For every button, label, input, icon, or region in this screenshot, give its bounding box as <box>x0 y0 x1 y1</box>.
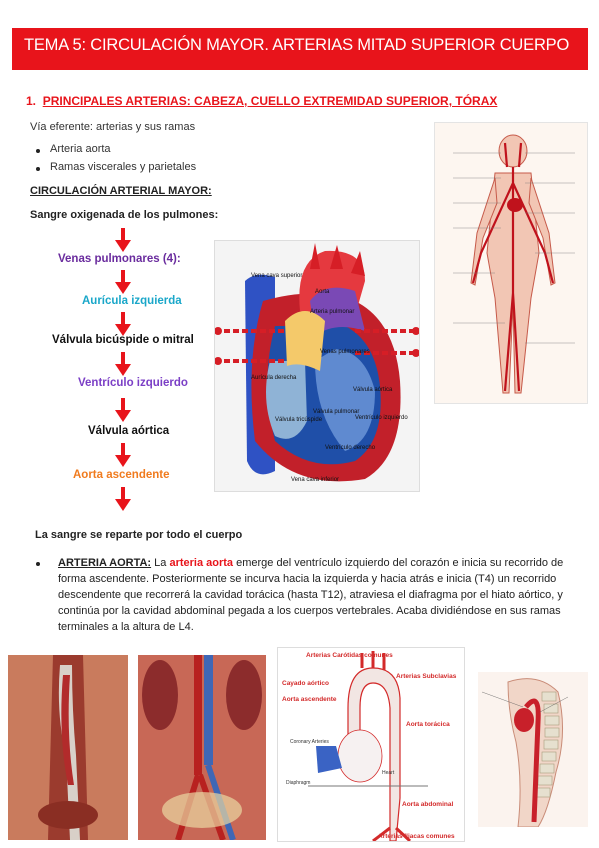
bullet-dot <box>36 149 40 153</box>
circulation-heading: CIRCULACIÓN ARTERIAL MAYOR: <box>30 185 212 197</box>
label-heart: Heart <box>382 770 395 776</box>
label-valvula-aortica: Válvula aórtica <box>353 387 393 393</box>
flow-step-auricula-izquierda: Aurícula izquierda <box>82 295 182 307</box>
label-carotidas-comunes: Arterias Carótidas comunes <box>306 652 393 659</box>
thorax-dissection-photo <box>8 655 128 840</box>
label-arteria-pulmonar: Arteria pulmonar <box>310 309 354 315</box>
bullet-dot <box>36 562 40 566</box>
label-auricula-derecha: Aurícula derecha <box>251 375 297 381</box>
label-aorta-abdominal: Aorta abdominal <box>402 801 453 808</box>
section-number: 1. <box>26 94 37 108</box>
body-arteries-illustration <box>434 122 588 404</box>
flow-step-ventriculo-izquierdo: Ventrículo izquierdo <box>78 377 188 389</box>
intro-text: Vía eferente: arterias y sus ramas <box>30 121 196 133</box>
abdomen-dissection-photo <box>138 655 266 840</box>
aorta-paragraph-text: emerge del ventrículo izquierdo del cora… <box>58 557 564 633</box>
flow-step-aorta-ascendente: Aorta ascendente <box>73 469 170 481</box>
bullet-item: Arteria aorta <box>50 143 111 155</box>
label-aorta-ascendente: Aorta ascendente <box>282 696 337 703</box>
label-ventriculo-derecho: Ventrículo derecho <box>325 445 376 451</box>
flow-step-valvula-aortica: Válvula aórtica <box>88 425 170 437</box>
section-title: PRINCIPALES ARTERIAS: CABEZA, CUELLO EXT… <box>42 94 498 108</box>
flow-step-valvula-mitral: Válvula bicúspide o mitral <box>52 334 194 346</box>
aorta-paragraph-label: ARTERIA AORTA: <box>58 557 152 569</box>
down-arrow-icon <box>115 270 131 294</box>
aorta-diagram: Arterias Carótidas comunes Cayado aórtic… <box>277 647 465 842</box>
label-arterias-iliacas: Arterias Iliacas comunes <box>378 833 455 840</box>
page-title: TEMA 5: CIRCULACIÓN MAYOR. ARTERIAS MITA… <box>24 36 570 54</box>
distribution-text: La sangre se reparte por todo el cuerpo <box>35 529 243 541</box>
label-arterias-subclavias: Arterias Subclavias <box>396 673 457 680</box>
label-aorta: Aorta <box>315 289 330 295</box>
down-arrow-icon <box>115 443 131 467</box>
label-vena-cava-inferior: Vena cava inferior <box>291 477 339 483</box>
aorta-paragraph-text: La <box>151 557 170 569</box>
down-arrow-icon <box>115 487 131 511</box>
aorta-highlight: arteria aorta <box>169 557 234 569</box>
aorta-paragraph: ARTERIA AORTA: La arteria aorta emerge d… <box>58 555 578 635</box>
label-diaphragm: Diaphragm <box>286 780 310 786</box>
section-heading: 1. PRINCIPALES ARTERIAS: CABEZA, CUELLO … <box>26 94 497 108</box>
down-arrow-icon <box>115 312 131 336</box>
down-arrow-icon <box>115 228 131 252</box>
flow-step-venas-pulmonares: Venas pulmonares (4): <box>58 253 181 265</box>
title-banner: TEMA 5: CIRCULACIÓN MAYOR. ARTERIAS MITA… <box>12 28 588 70</box>
down-arrow-icon <box>115 352 131 376</box>
spine-aorta-illustration <box>478 672 588 827</box>
label-valvula-tricuspide: Válvula tricúspide <box>275 417 323 423</box>
bullet-dot <box>36 167 40 171</box>
bullet-item: Ramas viscerales y parietales <box>50 161 197 173</box>
label-ventriculo-izquierdo: Ventrículo izquierdo <box>355 415 408 421</box>
label-aorta-toracica: Aorta torácica <box>406 721 450 728</box>
label-venas-pulmonares: Venas pulmonares <box>320 349 370 355</box>
heart-diagram: Vena cava superior Aorta Arteria pulmona… <box>214 240 420 492</box>
down-arrow-icon <box>115 398 131 422</box>
oxygenated-blood-text: Sangre oxigenada de los pulmones: <box>30 209 219 221</box>
label-valvula-pulmonar: Válvula pulmonar <box>313 409 359 415</box>
label-vena-cava-superior: Vena cava superior <box>251 273 302 279</box>
label-coronary-arteries: Coronary Arteries <box>290 739 329 745</box>
label-cayado-aortico: Cayado aórtico <box>282 680 329 687</box>
